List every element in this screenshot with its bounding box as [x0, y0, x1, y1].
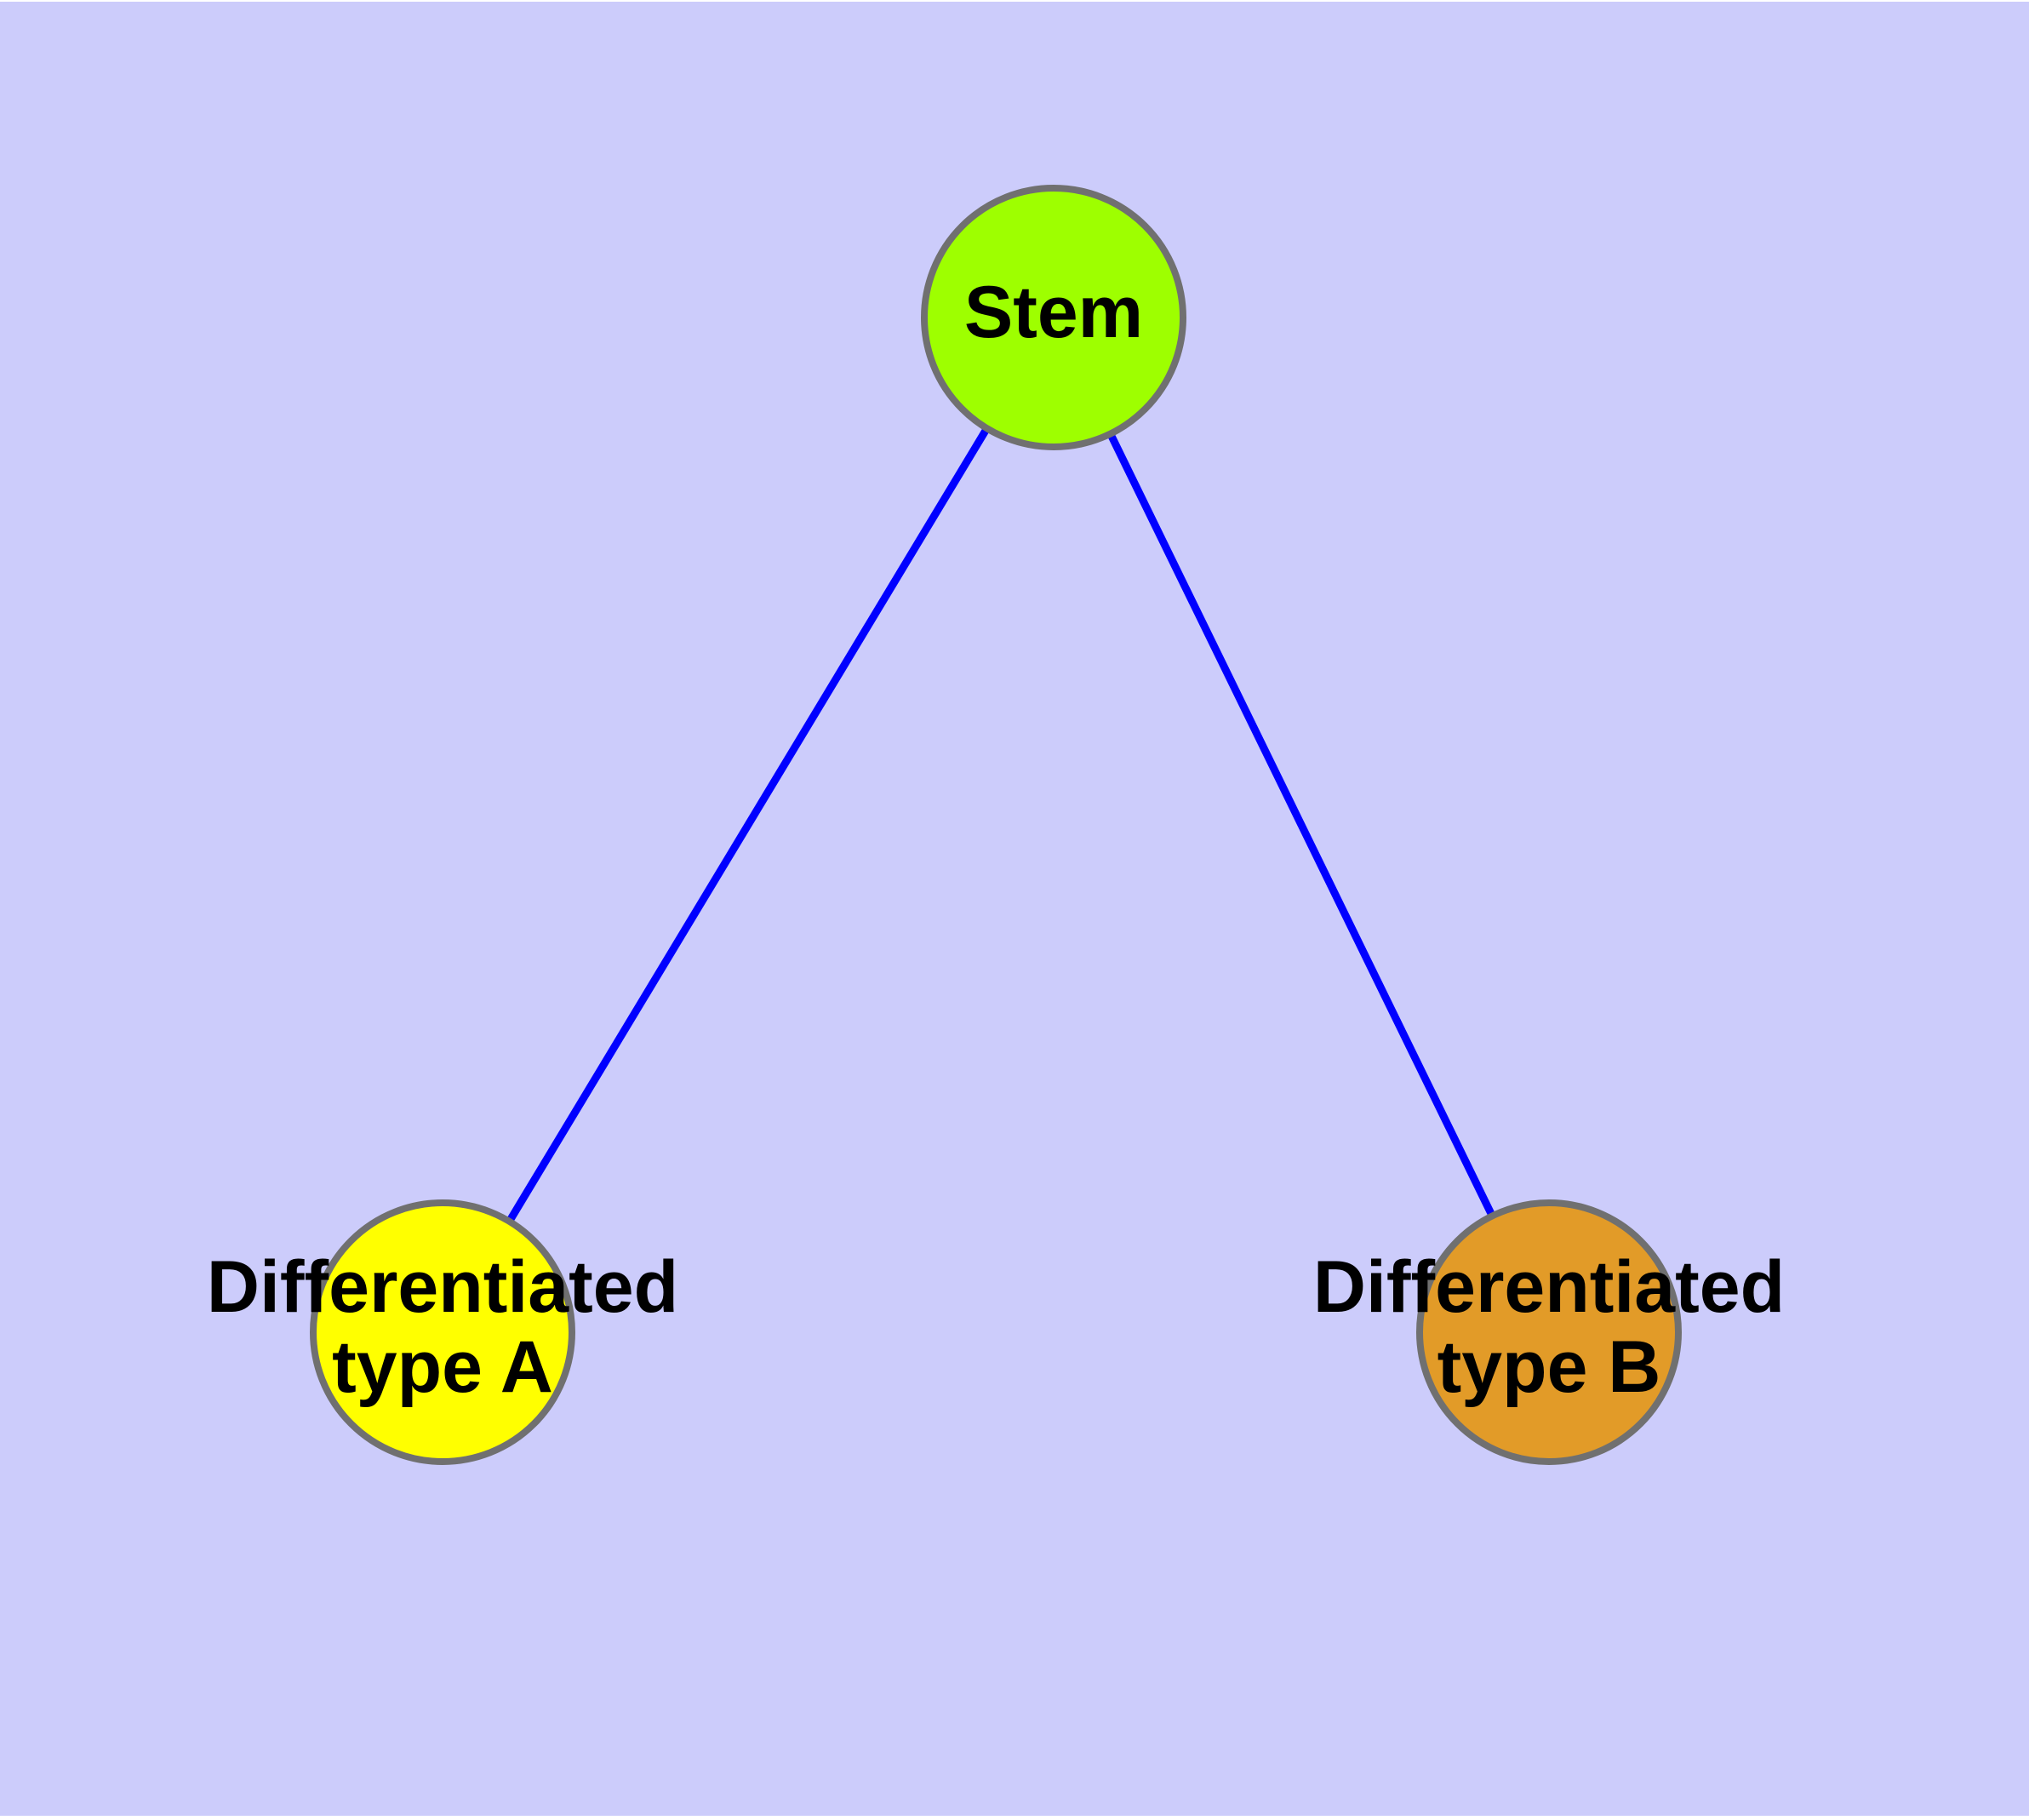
edge-layer: [505, 425, 1497, 1225]
node-label-line: Differentiated: [1313, 1246, 1785, 1328]
graph-edge-stem-to-diff_a: [505, 425, 992, 1225]
graph-node-stem[interactable]: [921, 185, 1186, 450]
graph-edge-stem-to-diff_b: [1106, 430, 1497, 1220]
node-label-line: Stem: [964, 272, 1143, 353]
node-label-line: type A: [332, 1326, 553, 1408]
node-label-line: type B: [1437, 1326, 1661, 1408]
node-circle-diff_a[interactable]: [310, 1199, 575, 1465]
graph-node-diff_a[interactable]: [310, 1199, 575, 1465]
graph-node-diff_b[interactable]: [1416, 1199, 1682, 1465]
node-label-line: Differentiated: [207, 1246, 678, 1328]
node-circle-stem[interactable]: [921, 185, 1186, 450]
node-label-stem: Stem: [964, 272, 1143, 353]
node-circle-diff_b[interactable]: [1416, 1199, 1682, 1465]
